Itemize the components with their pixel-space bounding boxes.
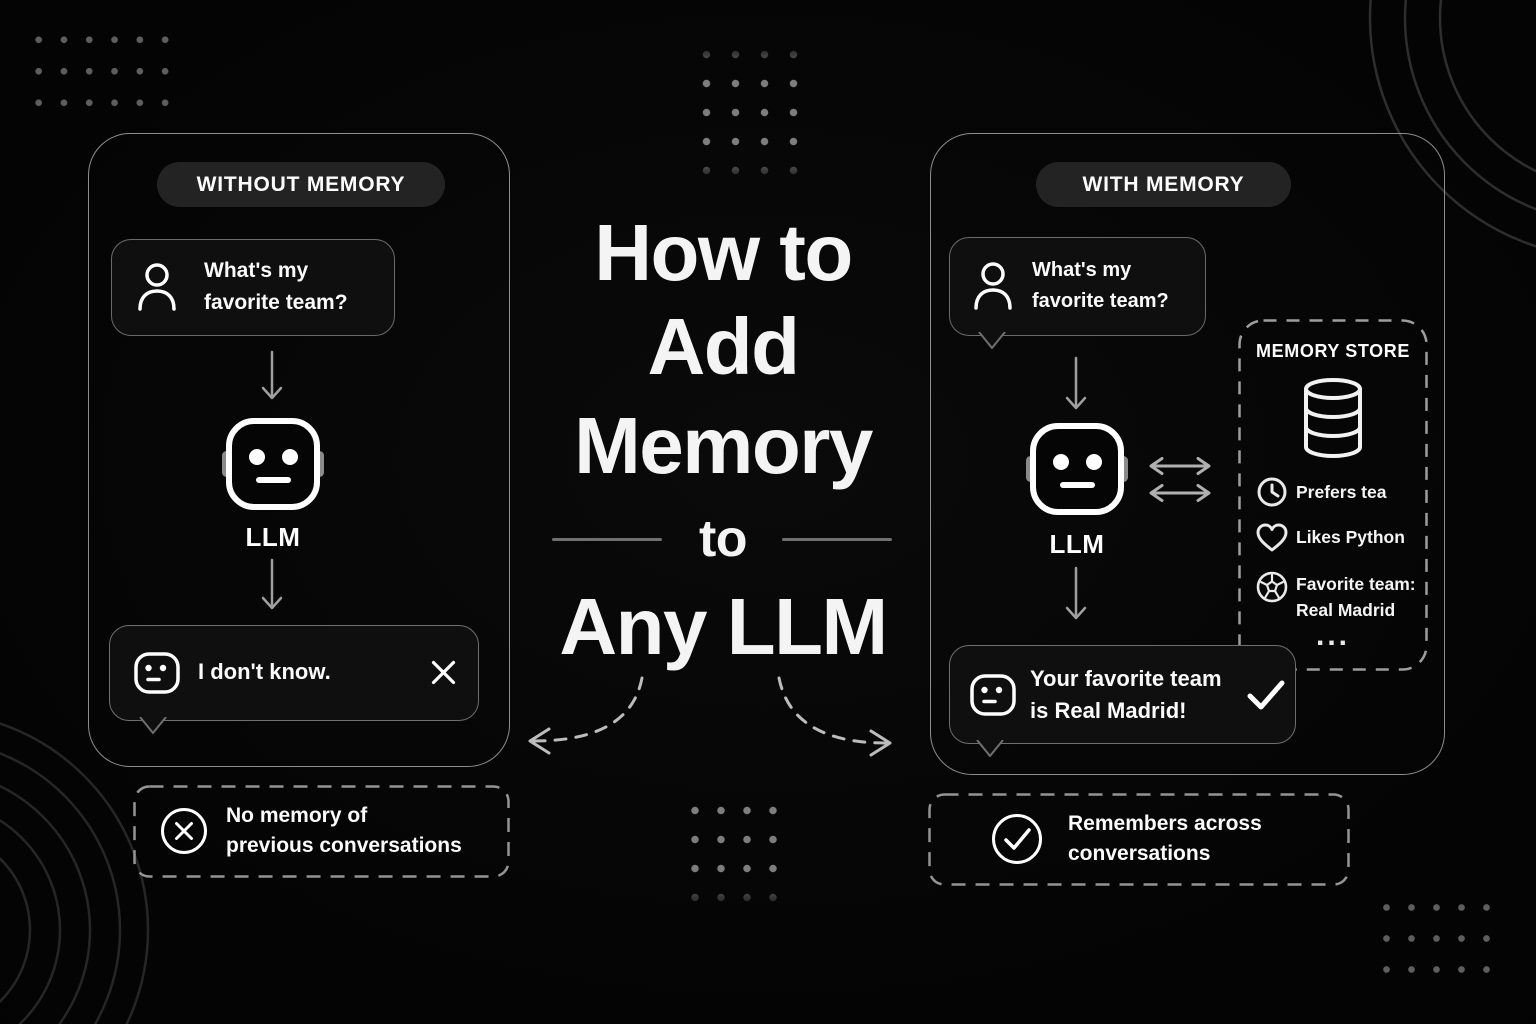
title-divider-left [552, 538, 662, 541]
memory-item-label-line1: Favorite team: [1296, 574, 1416, 594]
memory-item-label-line2: Real Madrid [1296, 600, 1396, 620]
user-question-line2: favorite team? [1032, 290, 1169, 312]
without-memory-badge-label: WITHOUT MEMORY [196, 172, 406, 196]
with-memory-panel: WITH MEMORY What's my favorite team? [930, 133, 1445, 775]
speech-bubble-tail [139, 717, 167, 734]
without-memory-panel: WITHOUT MEMORY What's my favorite team? [88, 133, 510, 767]
robot-face-icon [134, 652, 180, 694]
check-mark-icon [1247, 680, 1285, 710]
user-question-line1: What's my [204, 259, 309, 282]
title-line-3: Memory [574, 401, 873, 490]
speech-bubble-tail [976, 740, 1004, 757]
x-mark-icon [431, 660, 456, 685]
no-memory-note-line2: previous conversations [226, 834, 462, 857]
soccer-ball-icon [1256, 571, 1288, 603]
user-question-line1: What's my [1032, 259, 1132, 281]
user-icon [974, 262, 1012, 310]
memory-item-label: Likes Python [1296, 527, 1405, 547]
bot-reply-bubble: Your favorite team is Real Madrid! [949, 645, 1296, 744]
bot-reply-line2: is Real Madrid! [1030, 698, 1187, 723]
memory-store-ellipsis: ... [1315, 619, 1350, 652]
llm-label: LLM [245, 522, 301, 552]
title-line-4: to [698, 510, 748, 568]
no-memory-note-line1: No memory of [226, 804, 368, 827]
robot-llm-icon [1026, 423, 1128, 515]
with-memory-badge-label: WITH MEMORY [1082, 172, 1245, 196]
user-icon [138, 263, 176, 311]
memory-item-label: Prefers tea [1296, 482, 1387, 502]
remembers-note-line1: Remembers across [1068, 812, 1262, 835]
dot-grid-top-left [26, 24, 178, 119]
user-question-bubble: What's my favorite team? [949, 237, 1206, 336]
robot-llm-icon [222, 418, 324, 510]
speech-bubble-tail [978, 332, 1006, 349]
title-divider-right [782, 538, 892, 541]
clock-icon [1257, 477, 1287, 507]
user-question-line2: favorite team? [204, 291, 348, 314]
circle-check-icon [992, 814, 1042, 864]
bot-reply-text: I don't know. [198, 659, 331, 684]
database-icon [1304, 378, 1362, 458]
remembers-note-line2: conversations [1068, 842, 1211, 865]
user-question-bubble: What's my favorite team? [111, 239, 395, 336]
heart-icon [1256, 523, 1288, 552]
circle-x-icon [161, 808, 207, 854]
memory-store-title: MEMORY STORE [1256, 341, 1410, 361]
bot-reply-line1: Your favorite team [1030, 666, 1222, 691]
curved-dashed-arrow-right [777, 676, 892, 757]
robot-face-icon [970, 674, 1016, 716]
no-memory-note-box: No memory of previous conversations [133, 785, 510, 878]
with-memory-badge: WITH MEMORY [1036, 162, 1291, 207]
title-line-2: Add [647, 302, 800, 391]
title-line-1: How to [594, 208, 853, 297]
dot-grid-bottom-right [1374, 892, 1499, 985]
curved-dashed-arrow-left [528, 676, 644, 755]
without-memory-badge: WITHOUT MEMORY [157, 162, 445, 207]
memory-store-box: MEMORY STORE Prefers tea [1238, 319, 1428, 671]
llm-label: LLM [1049, 529, 1105, 559]
remembers-note-box: Remembers across conversations [928, 793, 1350, 886]
dot-grid-bottom-center [682, 796, 786, 912]
bot-reply-bubble: I don't know. [109, 625, 479, 721]
dot-grid-top-center [692, 40, 808, 185]
title-line-5: Any LLM [559, 582, 888, 671]
